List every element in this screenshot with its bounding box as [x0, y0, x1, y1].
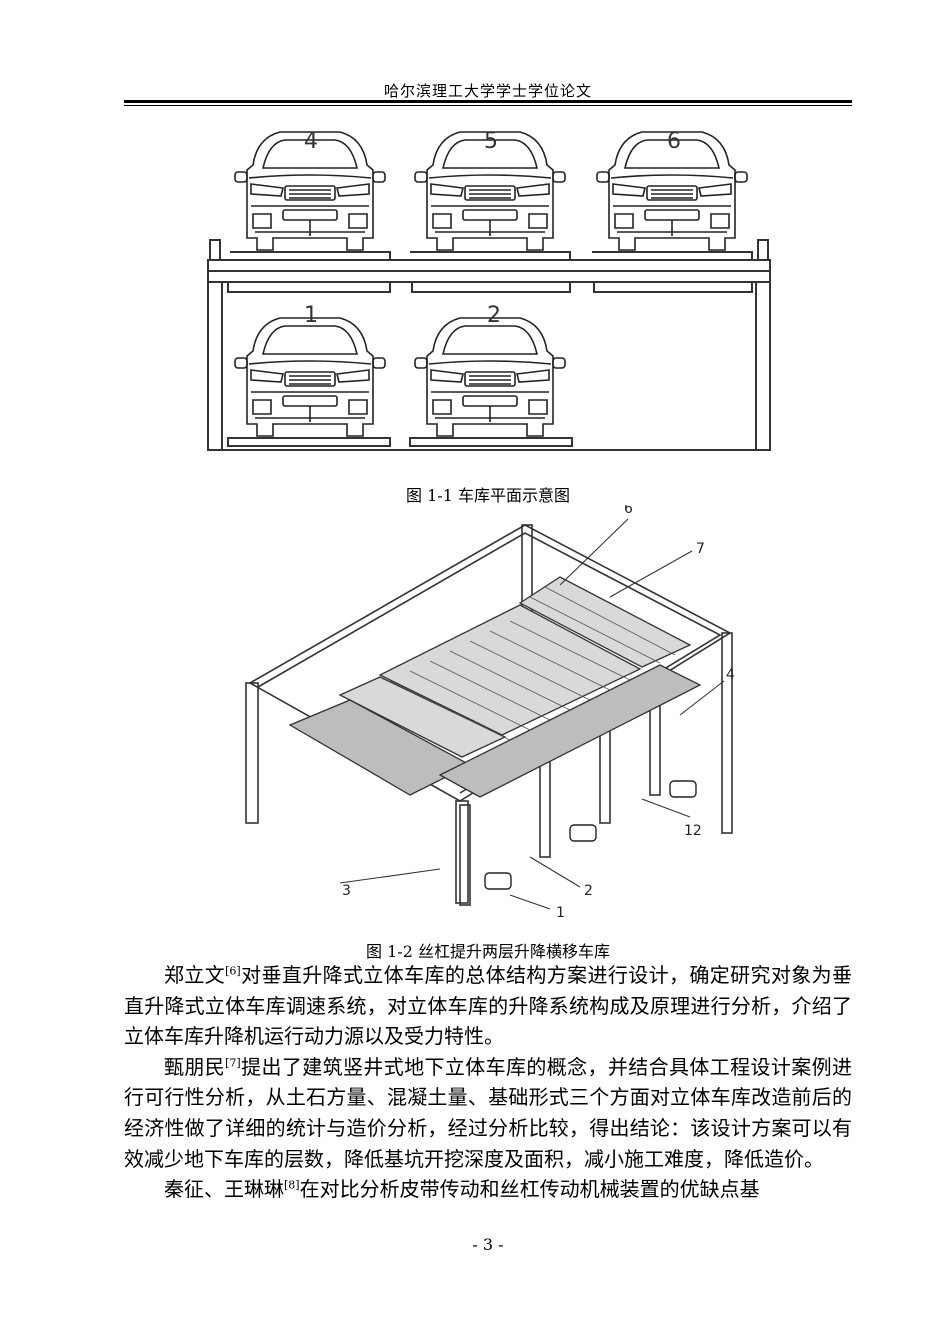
callout-3: 3: [342, 883, 351, 899]
slot-label-1: 1: [304, 303, 318, 328]
callout-12: 12: [684, 823, 702, 839]
figure-1-garage-plan: 4 5 6 1 2: [207, 129, 771, 451]
figure-2-caption: 图 1-2 丝杠提升两层升降横移车库: [366, 942, 610, 961]
paragraph-3: 秦征、王琳琳[8]在对比分析皮带传动和丝杠传动机械装置的优缺点基: [164, 1177, 760, 1202]
slot-label-2: 2: [487, 303, 501, 328]
slot-label-6: 6: [667, 129, 681, 154]
running-header: 哈尔滨理工大学学士学位论文: [383, 82, 592, 100]
slot-label-4: 4: [304, 129, 318, 154]
paragraph-2: 甄朋民[7]提出了建筑竖井式地下立体车库的概念，并结合具体工程设计案例进行可行性…: [124, 1054, 853, 1171]
callout-2: 2: [584, 883, 593, 899]
callout-1: 1: [556, 905, 565, 921]
body-text: 郑立文[6]对垂直升降式立体车库的总体结构方案进行设计，确定研究对象为垂直升降式…: [124, 960, 852, 1205]
page-number: - 3 -: [472, 1235, 504, 1254]
header-rule-thin: [124, 105, 852, 106]
lower-car-1: [234, 317, 386, 437]
figure-1-caption: 图 1-1 车库平面示意图: [406, 486, 570, 505]
header-rule-thick: [124, 100, 852, 103]
callout-4: 4: [726, 667, 735, 683]
callout-7: 7: [696, 541, 705, 557]
callout-6: 6: [624, 505, 633, 517]
slot-label-5: 5: [484, 129, 498, 154]
paragraph-1: 郑立文[6]对垂直升降式立体车库的总体结构方案进行设计，确定研究对象为垂直升降式…: [124, 963, 853, 1049]
lower-car-2: [414, 317, 566, 437]
figure-2-screw-lift-garage: 6 7 4 12 3 2 1: [245, 505, 735, 921]
